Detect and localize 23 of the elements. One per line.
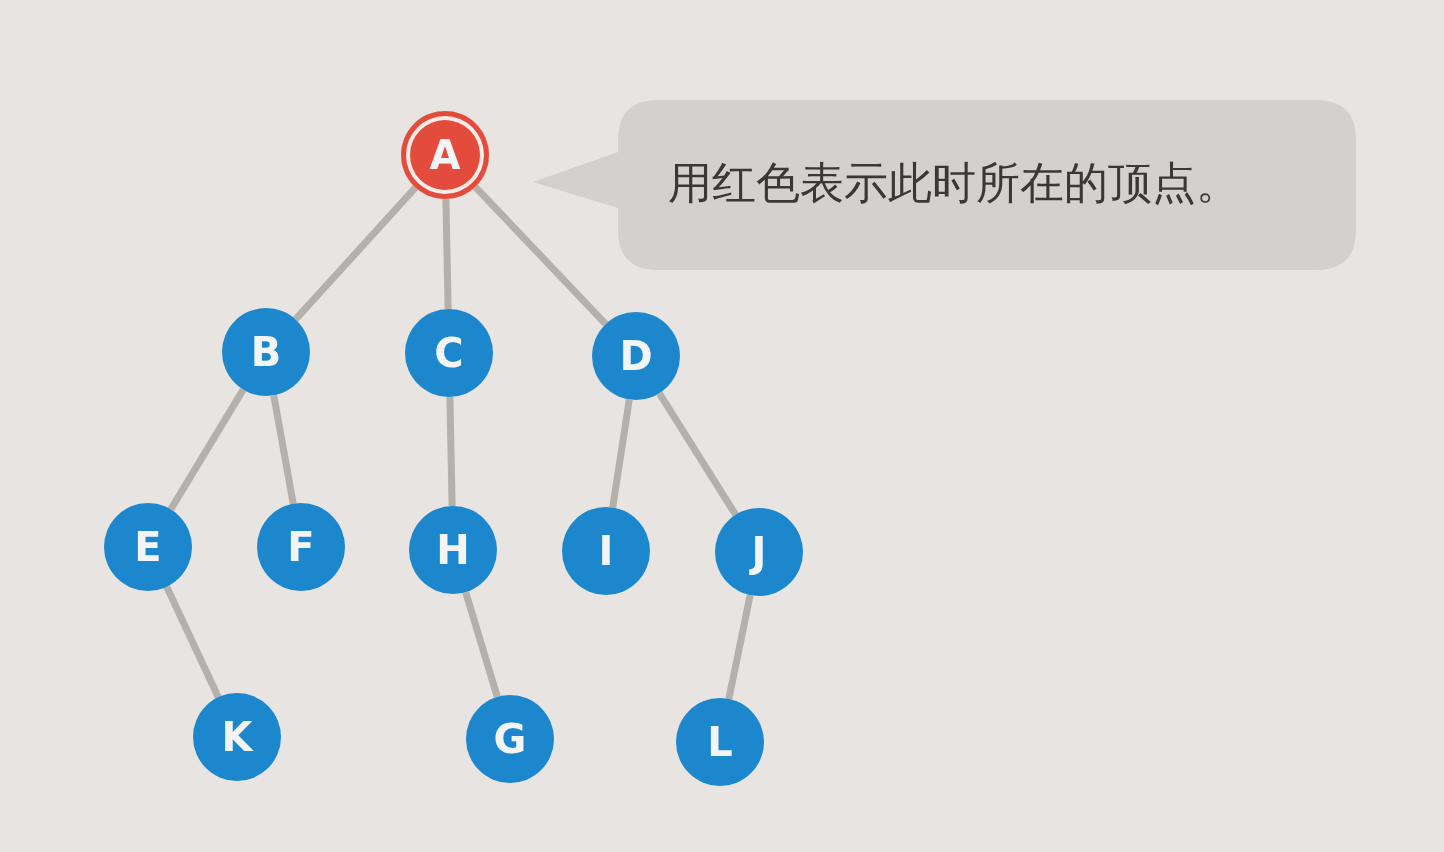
vertex-label: K xyxy=(221,717,253,757)
connector-line xyxy=(167,387,247,512)
connector-line xyxy=(446,396,456,507)
connector-line xyxy=(293,185,418,322)
vertex-label: C xyxy=(434,333,464,373)
vertex-label: L xyxy=(707,722,733,762)
vertex-label: D xyxy=(619,336,653,376)
callout-text: 用红色表示此时所在的顶点。 xyxy=(668,158,1240,208)
connector-line xyxy=(609,398,633,509)
vertex-label: H xyxy=(436,530,470,570)
connector-line xyxy=(656,391,739,517)
connector-line xyxy=(472,184,609,327)
vertex-label: F xyxy=(287,527,315,567)
connector-line xyxy=(725,594,754,700)
connector-line xyxy=(163,585,222,699)
vertex-label: I xyxy=(598,531,614,571)
connector-line xyxy=(270,394,297,505)
vertex-label: G xyxy=(493,719,527,759)
connector-line xyxy=(442,198,452,310)
connector-line xyxy=(462,591,501,698)
vertex-label: B xyxy=(250,332,282,372)
vertex-label: A xyxy=(429,135,461,175)
vertex-label: E xyxy=(134,527,162,567)
